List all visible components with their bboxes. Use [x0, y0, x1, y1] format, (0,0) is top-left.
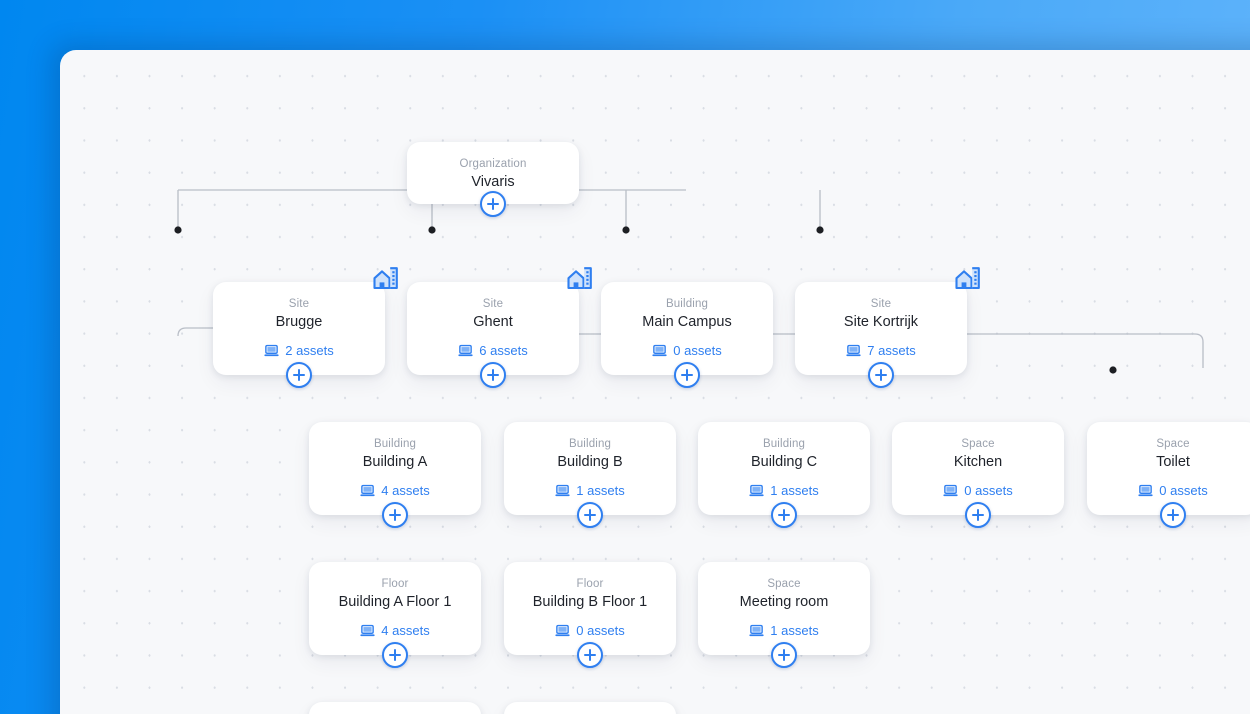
node-type-label: Space: [961, 438, 995, 450]
add-child-button-maincampus[interactable]: [674, 362, 700, 388]
node-type-label: Site: [482, 298, 504, 310]
laptop-icon: [360, 624, 375, 638]
node-title: Building A Floor 1: [338, 594, 452, 610]
add-child-button-ghent[interactable]: [480, 362, 506, 388]
node-assets[interactable]: 7 assets: [846, 343, 916, 358]
node-title: Meeting room: [739, 594, 829, 610]
node-type-label: Floor: [381, 578, 409, 590]
add-child-button-floorA1[interactable]: [382, 642, 408, 668]
node-assets[interactable]: 0 assets: [943, 483, 1013, 498]
node-assets-label: 0 assets: [673, 343, 722, 358]
node-assets-label: 0 assets: [964, 483, 1013, 498]
add-child-button-brugge[interactable]: [286, 362, 312, 388]
add-child-button-kitchen[interactable]: [965, 502, 991, 528]
node-type-label: Building: [373, 438, 417, 450]
laptop-icon: [555, 624, 570, 638]
node-assets[interactable]: 0 assets: [1138, 483, 1208, 498]
add-child-button-buildA[interactable]: [382, 502, 408, 528]
node-assets[interactable]: 2 assets: [264, 343, 334, 358]
node-title: Vivaris: [471, 174, 515, 190]
node-assets[interactable]: 1 assets: [749, 623, 819, 638]
laptop-icon: [943, 484, 958, 498]
node-assets[interactable]: 0 assets: [652, 343, 722, 358]
node-assets-label: 1 assets: [770, 623, 819, 638]
laptop-icon: [652, 344, 667, 358]
node-type-label: Site: [870, 298, 892, 310]
node-assets[interactable]: 1 assets: [555, 483, 625, 498]
node-type-label: Building: [568, 438, 612, 450]
node-title: Main Campus: [642, 314, 732, 330]
add-child-button-kortrijk[interactable]: [868, 362, 894, 388]
node-title: Building A: [362, 454, 428, 470]
node-title: Building B: [557, 454, 623, 470]
add-child-button-meeting[interactable]: [771, 642, 797, 668]
node-assets-label: 1 assets: [576, 483, 625, 498]
node-type-label: Space: [767, 578, 801, 590]
add-child-button-org[interactable]: [480, 191, 506, 217]
node-title: Kitchen: [953, 454, 1003, 470]
node-assets-label: 4 assets: [381, 623, 430, 638]
add-child-button-buildB[interactable]: [577, 502, 603, 528]
laptop-icon: [1138, 484, 1153, 498]
site-building-icon: [371, 264, 401, 292]
node-assets[interactable]: 1 assets: [749, 483, 819, 498]
laptop-icon: [846, 344, 861, 358]
node-type-label: Floor: [576, 578, 604, 590]
node-type-label: Building: [762, 438, 806, 450]
node-assets-label: 1 assets: [770, 483, 819, 498]
node-type-label: Organization: [459, 158, 527, 170]
node-assets-label: 2 assets: [285, 343, 334, 358]
site-building-icon: [953, 264, 983, 292]
add-child-button-floorB1[interactable]: [577, 642, 603, 668]
laptop-icon: [458, 344, 473, 358]
node-title: Building B Floor 1: [532, 594, 648, 610]
node-assets-label: 0 assets: [576, 623, 625, 638]
node-type-label: Building: [665, 298, 709, 310]
node-assets[interactable]: 0 assets: [555, 623, 625, 638]
site-building-icon: [565, 264, 595, 292]
laptop-icon: [749, 624, 764, 638]
node-assets-label: 0 assets: [1159, 483, 1208, 498]
node-title: Toilet: [1156, 454, 1190, 470]
diagram-node-restaurant[interactable]: SpaceRestaurant0 assets: [309, 702, 481, 714]
node-type-label: Space: [1156, 438, 1190, 450]
node-title: Site Kortrijk: [843, 314, 919, 330]
node-title: Brugge: [275, 314, 323, 330]
laptop-icon: [360, 484, 375, 498]
node-title: Building C: [750, 454, 818, 470]
node-assets-label: 6 assets: [479, 343, 528, 358]
node-assets-label: 7 assets: [867, 343, 916, 358]
node-type-label: Site: [288, 298, 310, 310]
add-child-button-buildC[interactable]: [771, 502, 797, 528]
laptop-icon: [555, 484, 570, 498]
laptop-icon: [749, 484, 764, 498]
node-assets[interactable]: 6 assets: [458, 343, 528, 358]
laptop-icon: [264, 344, 279, 358]
node-assets[interactable]: 4 assets: [360, 483, 430, 498]
node-assets-label: 4 assets: [381, 483, 430, 498]
node-assets[interactable]: 4 assets: [360, 623, 430, 638]
add-child-button-toilet[interactable]: [1160, 502, 1186, 528]
node-title: Ghent: [473, 314, 513, 330]
